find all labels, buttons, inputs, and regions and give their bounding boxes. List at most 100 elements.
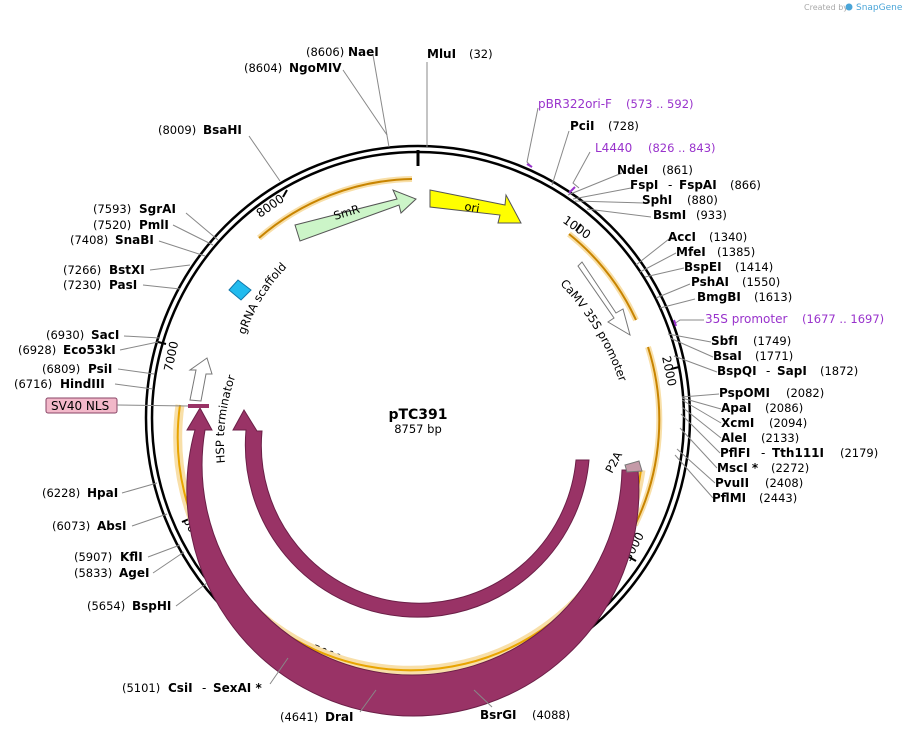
site-sapi-pos: (1872) xyxy=(820,364,858,378)
ori-label: ori xyxy=(463,199,480,215)
site-naei[interactable]: NaeI xyxy=(348,45,379,59)
site-mfei[interactable]: MfeI xyxy=(676,245,706,259)
tick-1000 xyxy=(575,223,582,232)
tick-label-2000: 2000 xyxy=(659,355,679,388)
site-absi[interactable]: AbsI xyxy=(97,519,126,533)
site-kfli[interactable]: KflI xyxy=(120,550,143,564)
snapgene-brand: SnapGene xyxy=(856,3,902,13)
plasmid-name: pTC391 xyxy=(388,407,447,423)
site-msci-pos: (2272) xyxy=(771,461,809,475)
site-sphi[interactable]: SphI xyxy=(642,193,672,207)
site-psii[interactable]: PsiI xyxy=(88,362,112,376)
site-pcii-pos: (728) xyxy=(608,119,639,133)
cas9-outer-arc[interactable] xyxy=(186,406,640,717)
site-sexai[interactable]: SexAI * xyxy=(213,681,262,695)
tick-label-7000: 7000 xyxy=(161,340,181,373)
site-mlui[interactable]: MluI xyxy=(427,47,456,61)
site-bsrgi[interactable]: BsrGI xyxy=(480,708,517,722)
site-bsahi-pos: (8009) xyxy=(158,123,196,137)
site-bmgbi-pos: (1613) xyxy=(754,290,792,304)
site-pmli-pos: (7520) xyxy=(93,218,131,232)
site-fspai-pos: (866) xyxy=(730,178,761,192)
site-ngomiv[interactable]: NgoMIV xyxy=(289,61,342,75)
site-agei[interactable]: AgeI xyxy=(119,566,149,580)
grna-scaffold-feature[interactable] xyxy=(228,279,252,301)
site-kfli-pos: (5907) xyxy=(74,550,112,564)
camv-35s-promoter-feature[interactable] xyxy=(577,261,631,337)
site-eco53ki-pos: (6928) xyxy=(18,343,56,357)
site-bmgbi[interactable]: BmgBI xyxy=(697,290,741,304)
site-hindiii[interactable]: HindIII xyxy=(60,377,105,391)
site-bsai[interactable]: BsaI xyxy=(713,349,742,363)
site-snabi[interactable]: SnaBI xyxy=(115,233,154,247)
ori-feature[interactable] xyxy=(429,189,522,224)
site-bsmi[interactable]: BsmI xyxy=(653,208,686,222)
site-fspi-dash: - xyxy=(668,178,672,192)
site-xcmi[interactable]: XcmI xyxy=(721,416,754,430)
site-bsrgi-pos: (4088) xyxy=(532,708,570,722)
primer-35s-promoter[interactable]: 35S promoter xyxy=(705,312,787,326)
site-alei-pos: (2133) xyxy=(761,431,799,445)
site-drai[interactable]: DraI xyxy=(325,710,353,724)
site-bsphi[interactable]: BspHI xyxy=(132,599,171,613)
site-sgrai[interactable]: SgrAI xyxy=(139,202,176,216)
site-bsmi-pos: (933) xyxy=(696,208,727,222)
site-bspqi[interactable]: BspQI xyxy=(717,364,757,378)
site-sapi[interactable]: SapI xyxy=(777,364,807,378)
site-eco53ki[interactable]: Eco53kI xyxy=(63,343,116,357)
site-pflfi-dash: - xyxy=(761,446,765,460)
site-bstxi-pos: (7266) xyxy=(63,263,101,277)
l4440-marker xyxy=(568,186,576,194)
site-agei-pos: (5833) xyxy=(74,566,112,580)
site-bspei[interactable]: BspEI xyxy=(684,260,722,274)
cas9-inner-label: Cas9 xyxy=(399,583,429,597)
site-sphi-pos: (880) xyxy=(687,193,718,207)
site-tth111i-pos: (2179) xyxy=(840,446,878,460)
p2a-feature[interactable] xyxy=(624,460,643,473)
site-pshai-pos: (1550) xyxy=(742,275,780,289)
primer-l4440-range: (826 .. 843) xyxy=(648,141,716,155)
site-pshai[interactable]: PshAI xyxy=(691,275,729,289)
site-pflmi[interactable]: PflMI xyxy=(712,491,746,505)
cas9-outer-label: Cas9 xyxy=(378,629,408,643)
site-apai-pos: (2086) xyxy=(765,401,803,415)
site-drai-pos: (4641) xyxy=(280,710,318,724)
site-fspai[interactable]: FspAI xyxy=(679,178,717,192)
site-pflfi[interactable]: PflFI xyxy=(720,446,750,460)
site-acci[interactable]: AccI xyxy=(668,230,696,244)
leader-lines xyxy=(114,54,722,713)
site-saci[interactable]: SacI xyxy=(91,328,119,342)
site-pspomi[interactable]: PspOMI xyxy=(719,386,770,400)
sv40-nls-feature[interactable] xyxy=(188,404,209,408)
35s-primer-marker xyxy=(673,319,677,327)
hsp-terminator-arrow[interactable] xyxy=(188,357,213,402)
cas9-inner-arc[interactable] xyxy=(232,409,590,618)
site-msci[interactable]: MscI * xyxy=(717,461,759,475)
site-bsahi[interactable]: BsaHI xyxy=(203,123,242,137)
primer-35s-promoter-range: (1677 .. 1697) xyxy=(802,312,884,326)
site-hpai[interactable]: HpaI xyxy=(87,486,118,500)
site-pvuii[interactable]: PvuII xyxy=(715,476,749,490)
primer-pbr322ori-f[interactable]: pBR322ori-F xyxy=(538,97,612,111)
site-ndei[interactable]: NdeI xyxy=(617,163,648,177)
site-tth111i[interactable]: Tth111I xyxy=(772,446,824,460)
site-csii[interactable]: CsiI xyxy=(168,681,193,695)
site-apai[interactable]: ApaI xyxy=(721,401,751,415)
site-sbfi[interactable]: SbfI xyxy=(711,334,738,348)
site-alei[interactable]: AleI xyxy=(721,431,747,445)
site-pcii[interactable]: PciI xyxy=(570,119,595,133)
primer-l4440[interactable]: L4440 xyxy=(595,141,632,155)
site-mlui-pos: (32) xyxy=(469,47,493,61)
site-fspi[interactable]: FspI xyxy=(630,178,658,192)
site-naei-pos: (8606) xyxy=(306,45,344,59)
site-bstxi[interactable]: BstXI xyxy=(109,263,145,277)
sv40-nls-label: SV40 NLS xyxy=(51,399,109,413)
site-pmli[interactable]: PmlI xyxy=(139,218,169,232)
site-psii-pos: (6809) xyxy=(42,362,80,376)
site-pasi[interactable]: PasI xyxy=(109,278,137,292)
site-acci-pos: (1340) xyxy=(709,230,747,244)
site-sbfi-pos: (1749) xyxy=(753,334,791,348)
smr-feature[interactable] xyxy=(294,189,417,242)
tick-8000 xyxy=(282,189,288,198)
